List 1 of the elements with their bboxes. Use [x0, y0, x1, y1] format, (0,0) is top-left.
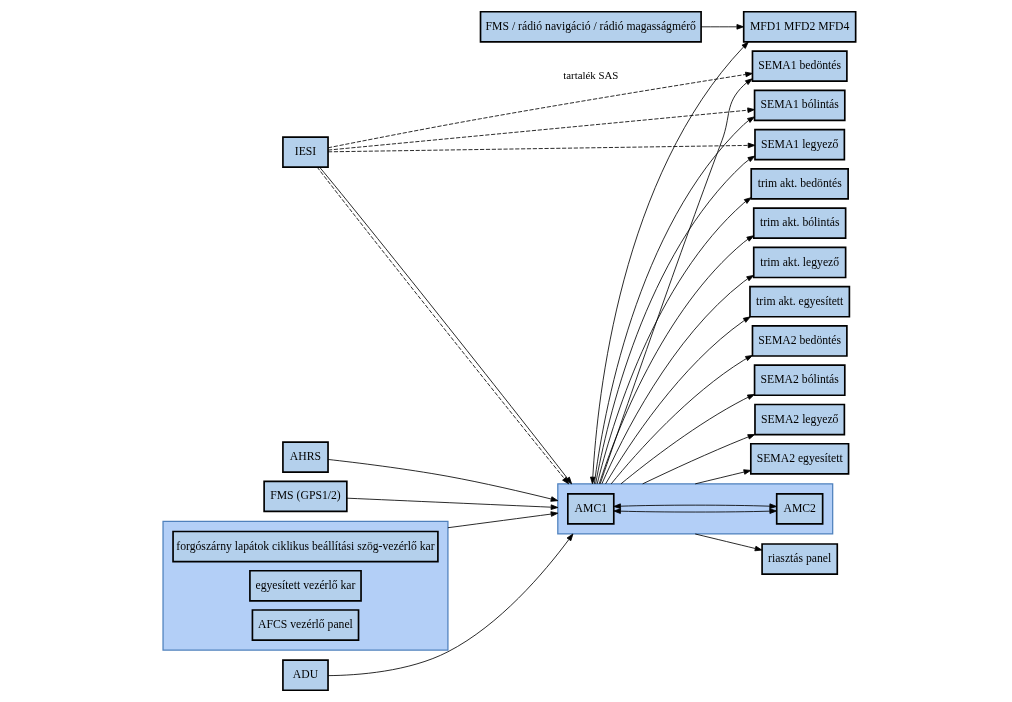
- edge-label: tartalék SAS: [563, 68, 619, 81]
